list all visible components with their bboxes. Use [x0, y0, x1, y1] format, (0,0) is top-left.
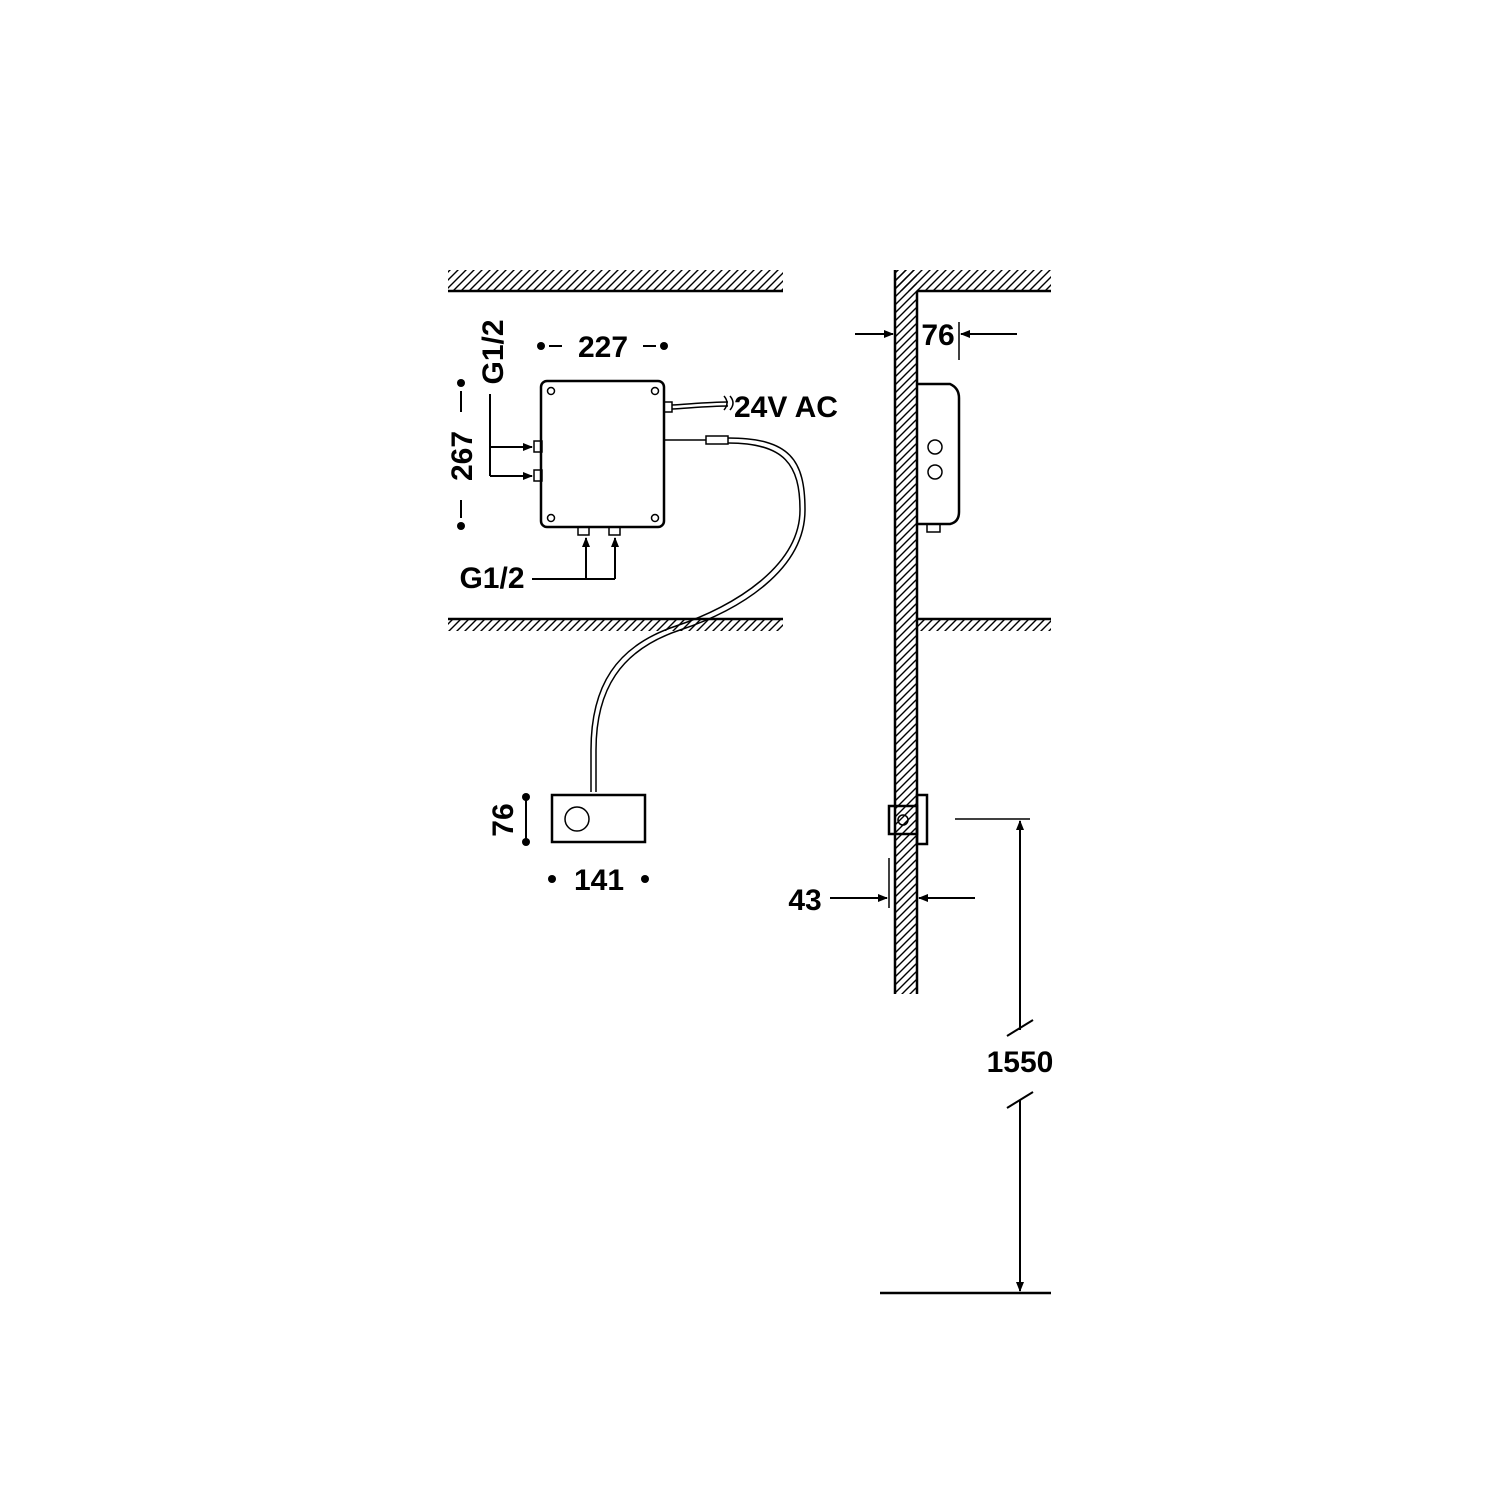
wall-box-depth-label: 76 — [921, 319, 954, 352]
floor-slab-side — [917, 617, 1051, 631]
control-box — [533, 379, 806, 792]
bottom-inlet-callout: G1/2 — [459, 537, 619, 595]
sensor-width-label: 141 — [574, 864, 624, 897]
bottom-inlet-label: G1/2 — [459, 562, 524, 595]
sensor-plate — [550, 793, 647, 844]
dim-sensor-depth: 43 — [788, 858, 975, 917]
side-view: 76 43 1550 — [788, 270, 1054, 1295]
power-label: 24V AC — [734, 391, 838, 424]
dim-sensor-width: 141 — [548, 864, 649, 897]
dim-wall-box-depth: 76 — [855, 319, 1017, 360]
front-view: 227 267 G1/2 G1/2 24V AC — [446, 270, 838, 897]
dim-box-width: 227 — [537, 331, 668, 364]
control-box-side — [917, 382, 961, 533]
ceiling-slab-front — [448, 270, 783, 293]
install-height-label: 1550 — [987, 1046, 1054, 1079]
sensor-height-label: 76 — [487, 803, 520, 836]
side-inlet-callout: G1/2 — [477, 319, 533, 480]
box-height-label: 267 — [446, 431, 479, 481]
sensor-depth-label: 43 — [788, 884, 821, 917]
box-width-label: 227 — [578, 331, 628, 364]
dim-install-height: 1550 — [880, 818, 1054, 1295]
dim-box-height: 267 — [446, 379, 479, 530]
ceiling-slab-side — [895, 270, 1051, 293]
side-inlet-label: G1/2 — [477, 319, 510, 384]
sensor-side — [887, 793, 929, 846]
floor-slab-front — [448, 617, 783, 631]
dim-sensor-height: 76 — [487, 793, 530, 846]
wall-section — [893, 270, 919, 994]
